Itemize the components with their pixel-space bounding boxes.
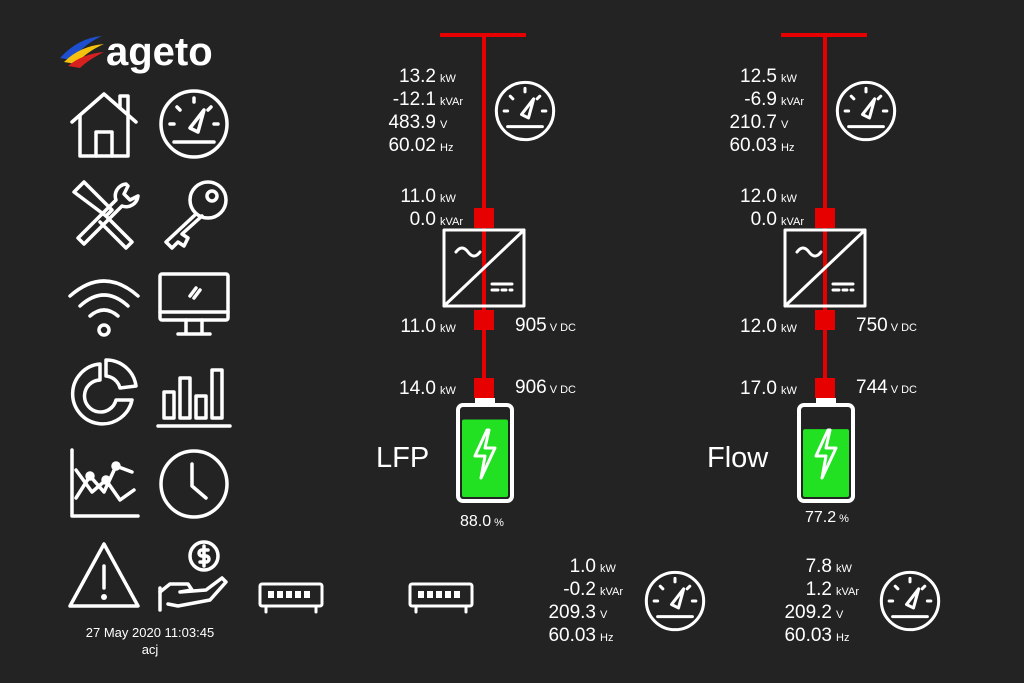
- key-icon: [164, 180, 228, 250]
- nav-pie-button[interactable]: [66, 356, 142, 432]
- bus-line: [482, 33, 486, 378]
- warning-icon: [68, 542, 140, 608]
- nav-money-button[interactable]: [156, 538, 232, 614]
- money-hand-icon: [158, 540, 228, 612]
- network-switch-1-button[interactable]: [256, 560, 326, 630]
- network-switch-icon: [258, 582, 324, 614]
- gauge-icon: [644, 570, 706, 632]
- dc-breaker-inverter[interactable]: [474, 310, 494, 330]
- brand-logo: ageto: [58, 28, 238, 78]
- tools-icon: [72, 180, 140, 250]
- monitor-icon: [158, 272, 230, 336]
- ac-breaker[interactable]: [815, 208, 835, 228]
- battery-icon: [797, 398, 855, 503]
- battery-button[interactable]: [455, 398, 515, 504]
- inverter-button[interactable]: [442, 228, 526, 308]
- nav-key-button[interactable]: [156, 176, 232, 252]
- nav-meter-button[interactable]: [156, 86, 232, 162]
- line-chart-icon: [70, 448, 140, 518]
- nav-monitor-button[interactable]: [156, 266, 232, 342]
- home-icon: [70, 92, 138, 158]
- nav-trend-button[interactable]: [66, 446, 142, 522]
- clock-icon: [159, 449, 229, 519]
- bar-chart-icon: [156, 368, 232, 428]
- bottom-meter-2-button[interactable]: [877, 568, 943, 634]
- wifi-icon: [68, 279, 140, 337]
- gauge-icon: [879, 570, 941, 632]
- battery-soc: 88.0%: [460, 513, 504, 530]
- nav-alarm-button[interactable]: [66, 538, 142, 614]
- dc-breaker-inverter[interactable]: [815, 310, 835, 330]
- network-switch-icon: [408, 582, 474, 614]
- battery-name: Flow: [707, 442, 769, 474]
- battery-name: LFP: [376, 442, 430, 474]
- footer-user: acj: [141, 642, 159, 657]
- network-switch-2-button[interactable]: [406, 560, 476, 630]
- grid-meter-button[interactable]: [492, 78, 558, 144]
- gauge-icon: [159, 89, 229, 159]
- nav-tools-button[interactable]: [66, 176, 142, 252]
- dc-breaker-battery[interactable]: [474, 378, 494, 398]
- inverter-icon: [442, 228, 526, 308]
- dc-breaker-battery[interactable]: [815, 378, 835, 398]
- gauge-icon: [494, 80, 556, 142]
- bottom-meter-1-button[interactable]: [642, 568, 708, 634]
- battery-soc: 77.2%: [805, 509, 849, 526]
- inverter-icon: [783, 228, 867, 308]
- brand-swoosh-icon: [60, 36, 104, 68]
- footer-datetime: 27 May 2020 11:03:45: [85, 625, 215, 640]
- battery-button[interactable]: [796, 398, 856, 504]
- pie-chart-icon: [70, 358, 138, 426]
- nav-bars-button[interactable]: [156, 356, 232, 432]
- nav-wifi-button[interactable]: [66, 266, 142, 342]
- nav-home-button[interactable]: [66, 86, 142, 162]
- nav-clock-button[interactable]: [156, 446, 232, 522]
- grid-meter-button[interactable]: [833, 78, 899, 144]
- bus-line: [823, 33, 827, 378]
- battery-icon: [456, 398, 514, 503]
- brand-name: ageto: [106, 30, 213, 74]
- ac-breaker[interactable]: [474, 208, 494, 228]
- inverter-button[interactable]: [783, 228, 867, 308]
- gauge-icon: [835, 80, 897, 142]
